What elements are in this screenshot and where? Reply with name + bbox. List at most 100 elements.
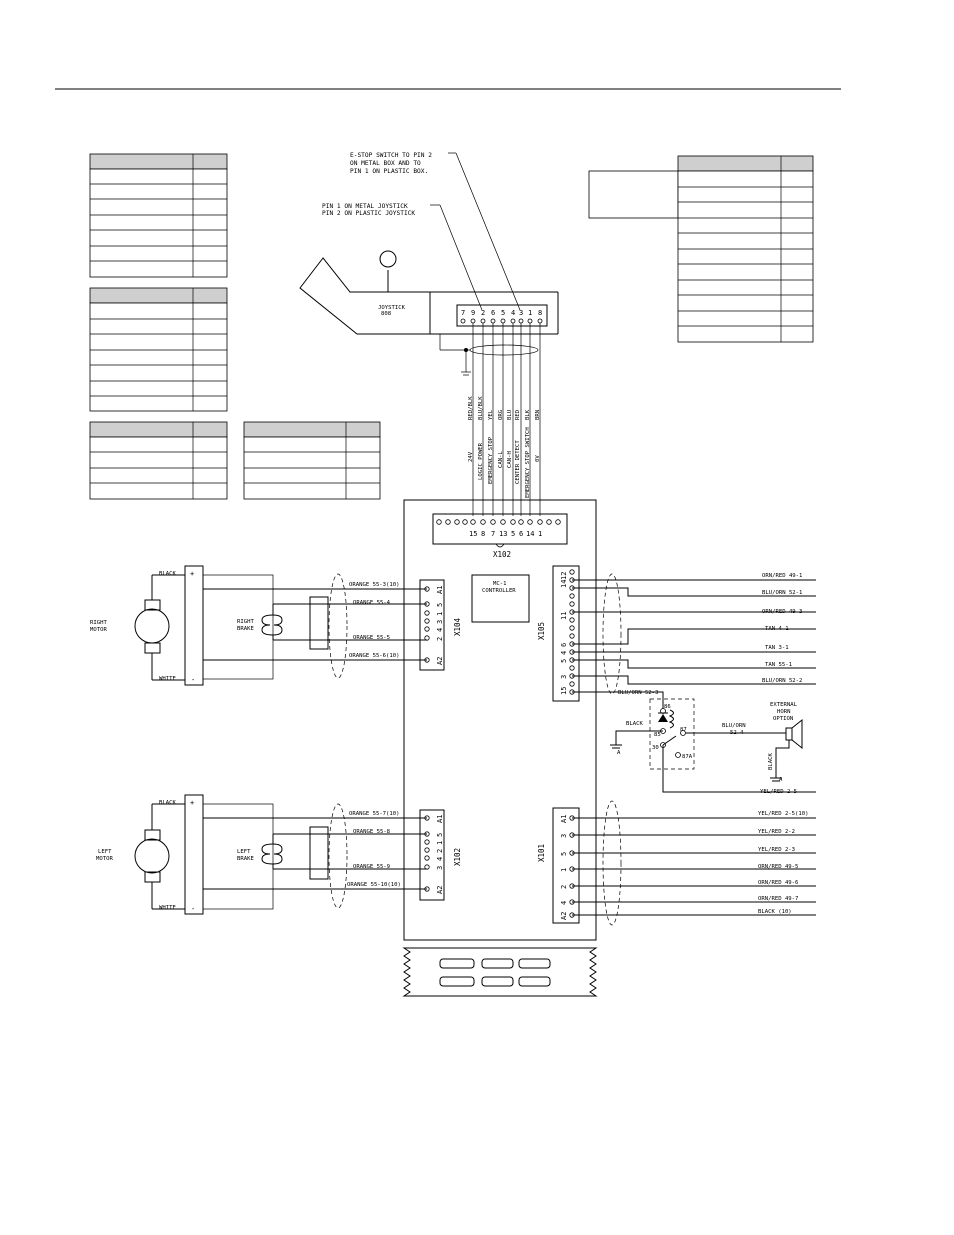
x102b-pin: A1 — [436, 815, 444, 823]
wire-color: BRN — [535, 410, 541, 420]
x105-connector — [552, 565, 580, 702]
wire-colors: RED/BLK BLU/BLK YEL ORG BLU RED BLK BRN — [468, 396, 541, 420]
right-filter — [309, 596, 329, 650]
x102b-pin: 1 — [436, 841, 444, 845]
note-line: PIN 1 ON METAL JOYSTICK — [322, 203, 408, 210]
external-horn: BLU/ORN 52-4 EXTERNAL HORN OPTION BLACK … — [686, 702, 803, 783]
x101-wire-label: YEL/RED 2-5(10) — [758, 811, 809, 817]
x102-pin: 15 — [469, 530, 477, 538]
left-motor-terminal — [184, 794, 204, 915]
x105-wire-label: BLU/ORN 52-3 — [618, 690, 658, 696]
x104-pin: 2 — [436, 637, 444, 641]
x105-wire-label: BLU/ORN 52-2 — [762, 678, 802, 684]
table-left-1 — [89, 153, 228, 278]
signal-names: 24V LOGIC POWER EMERGENCY STOP CAN-L CAN… — [468, 427, 541, 498]
left-brake-label: LEFT — [237, 849, 251, 855]
signal-name: EMERGENCY STOP SWITCH — [525, 427, 531, 498]
x102-pin: 7 — [491, 530, 495, 538]
x104-wires: ORANGE 55-3(10) ORANGE 55-4 ORANGE 55-5 … — [203, 582, 427, 661]
left-motor-box — [202, 803, 274, 910]
wire-color: BLU/BLK — [478, 396, 484, 420]
x101-connector — [552, 807, 580, 924]
x105-wires: ORN/RED 49-1 BLU/ORN 52-1 ORN/RED 49-3 T… — [572, 573, 816, 710]
motor-wire-white: WHITE — [159, 905, 176, 911]
x101-pin: A1 — [560, 815, 568, 823]
x104-connector — [419, 579, 445, 671]
x101-pin: 2 — [560, 885, 568, 889]
x101-wires: YEL/RED 2-5(10) YEL/RED 2-2 YEL/RED 2-3 … — [572, 811, 816, 916]
terminal-minus: - — [191, 676, 195, 684]
x101-wire-label: ORN/RED 49-5 — [758, 864, 798, 870]
left-shield — [328, 803, 348, 909]
note-line: ON METAL BOX AND TO — [350, 160, 421, 167]
x105-pin: 5 — [560, 659, 568, 663]
wire-color: BLU — [507, 410, 513, 420]
x102-holes — [436, 519, 561, 525]
x101-pin: 3 — [560, 834, 568, 838]
x101-wire-label: ORN/RED 49-6 — [758, 880, 798, 886]
x105-wire-label: BLU/ORN 52-1 — [762, 590, 802, 596]
controller-label: CONTROLLER — [482, 588, 516, 594]
relay-black-label: BLACK — [626, 721, 643, 727]
relay-pin-86: 86 — [664, 704, 671, 710]
x101-pin: 1 — [560, 868, 568, 872]
x105-wire-label: ORN/RED 49-1 — [762, 573, 802, 579]
x105-pin: 11 — [560, 612, 568, 620]
x105-shield — [602, 573, 622, 695]
controller-box — [403, 499, 597, 941]
motor-wire-black: BLACK — [159, 571, 176, 577]
joystick-pin: 8 — [538, 309, 542, 317]
x104-wire-label: ORANGE 55-3(10) — [349, 582, 400, 588]
x104-pin: 1 — [436, 612, 444, 616]
x104-pin: 3 — [436, 620, 444, 624]
x105-pin: 12 — [560, 572, 568, 580]
table-right — [588, 155, 814, 343]
left-brake: LEFT BRAKE — [237, 833, 427, 870]
right-brake: RIGHT BRAKE — [237, 603, 427, 641]
x102b-wire-label: ORANGE 55-7(10) — [349, 811, 400, 817]
x104-pin: A2 — [436, 657, 444, 665]
signal-name: LOGIC POWER — [478, 442, 484, 480]
x105-wire-label: TAN 3-1 — [765, 645, 789, 651]
relay-pin-87a: 87A — [682, 754, 693, 760]
left-brake-label: BRAKE — [237, 856, 254, 862]
horn-wire-label: 52-4 — [730, 730, 744, 736]
x102b-pin: 2 — [436, 849, 444, 853]
x105-wire-label: ORN/RED 49-3 — [762, 609, 802, 615]
x101-pin: 5 — [560, 852, 568, 856]
motor-wire-black: BLACK — [159, 800, 176, 806]
terminal-plus: + — [190, 570, 194, 578]
x105-pin-labels: 14 12 11 6 4 5 3 15 — [560, 572, 568, 695]
x105-pin: 4 — [560, 651, 568, 655]
horn-black-label: BLACK — [768, 753, 774, 770]
x102b-pin: 5 — [436, 833, 444, 837]
x105-pin: 6 — [560, 643, 568, 647]
x104-pin-labels: A1 5 1 3 4 2 A2 — [436, 586, 444, 665]
cable-shield — [469, 344, 539, 356]
heatsink — [402, 947, 598, 997]
x102b-connector — [419, 809, 445, 901]
estop-note: E-STOP SWITCH TO PIN 2 ON METAL BOX AND … — [350, 152, 521, 311]
controller-label: MC-1 — [493, 581, 506, 587]
table-left-2 — [89, 287, 228, 412]
wire-color: ORG — [498, 409, 504, 420]
x101-pin-labels: A1 3 5 1 2 4 A2 — [560, 815, 568, 920]
signal-name: 24V — [468, 451, 474, 462]
pin-note: PIN 1 ON METAL JOYSTICK PIN 2 ON PLASTIC… — [322, 203, 483, 311]
x101-label: X101 — [537, 844, 546, 862]
x102b-pin: A2 — [436, 886, 444, 894]
right-brake-label: BRAKE — [237, 626, 254, 632]
x102b-wire-label: ORANGE 55-10(10) — [347, 882, 401, 888]
relay-pin-85: 85 — [654, 732, 661, 738]
joystick-pin: 4 — [511, 309, 515, 317]
horn-label: EXTERNAL — [770, 702, 798, 708]
x105-pin: 14 — [560, 580, 568, 588]
left-motor-label: MOTOR — [96, 856, 113, 862]
x102b-wire-label: ORANGE 55-9 — [353, 864, 390, 870]
joystick-pin: 1 — [528, 309, 532, 317]
right-motor-label: MOTOR — [90, 627, 107, 633]
x105-label: X105 — [537, 622, 546, 640]
joystick-cable — [472, 323, 541, 516]
terminal-minus: - — [191, 905, 195, 913]
